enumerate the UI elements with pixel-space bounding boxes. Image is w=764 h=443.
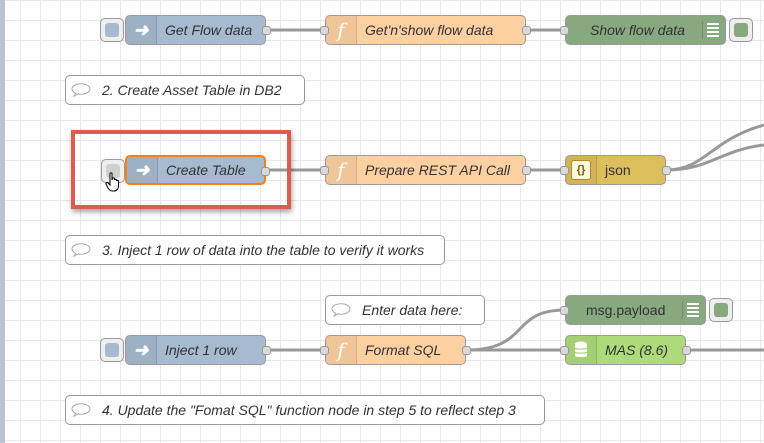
comment-label: 3. Inject 1 row of data into the table t… bbox=[102, 242, 425, 258]
node-format-sql[interactable]: f Format SQL bbox=[320, 335, 471, 365]
wire-format-msg bbox=[465, 308, 566, 352]
list-icon bbox=[682, 301, 701, 319]
node-get-flow-data[interactable]: ➜ Get Flow data bbox=[100, 15, 271, 45]
node-json[interactable]: {} json bbox=[560, 155, 671, 185]
node-create-table[interactable]: ➜ Create Table bbox=[101, 155, 270, 185]
input-port[interactable] bbox=[560, 346, 569, 355]
comment-label: Enter data here: bbox=[362, 302, 463, 318]
comment-enter-data[interactable]: Enter data here: bbox=[325, 295, 485, 325]
database-icon bbox=[566, 336, 597, 364]
output-port[interactable] bbox=[682, 346, 691, 355]
comment-step-2[interactable]: 2. Create Asset Table in DB2 bbox=[65, 75, 305, 105]
node-label: Show flow data bbox=[590, 22, 685, 38]
node-label: Format SQL bbox=[365, 342, 442, 358]
node-label: Inject 1 row bbox=[165, 342, 237, 358]
node-label: Prepare REST API Call bbox=[365, 162, 510, 178]
speech-bubble-icon bbox=[66, 83, 96, 97]
node-msg-payload[interactable]: msg.payload bbox=[560, 295, 733, 325]
comment-step-3[interactable]: 3. Inject 1 row of data into the table t… bbox=[65, 235, 445, 265]
highlight-box bbox=[71, 130, 291, 209]
output-port[interactable] bbox=[522, 26, 531, 35]
speech-bubble-icon bbox=[66, 243, 96, 257]
node-show-flow-data[interactable]: Show flow data bbox=[560, 15, 753, 45]
inject-button[interactable] bbox=[100, 18, 124, 42]
node-mas-8-6[interactable]: MAS (8.6) bbox=[560, 335, 691, 365]
palette-edge bbox=[0, 0, 5, 443]
node-label: Get'n'show flow data bbox=[365, 22, 494, 38]
node-label: json bbox=[605, 162, 631, 178]
list-icon bbox=[702, 21, 721, 39]
function-f-icon: f bbox=[326, 336, 357, 364]
input-port[interactable] bbox=[560, 26, 569, 35]
input-port[interactable] bbox=[320, 346, 329, 355]
node-prepare-rest-api-call[interactable]: f Prepare REST API Call bbox=[320, 155, 531, 185]
output-port[interactable] bbox=[522, 166, 531, 175]
comment-label: 2. Create Asset Table in DB2 bbox=[102, 82, 282, 98]
node-label: Get Flow data bbox=[165, 22, 253, 38]
input-port[interactable] bbox=[320, 166, 329, 175]
comment-step-4[interactable]: 4. Update the "Fomat SQL" function node … bbox=[65, 395, 545, 425]
comment-label: 4. Update the "Fomat SQL" function node … bbox=[102, 402, 516, 418]
input-port[interactable] bbox=[560, 166, 569, 175]
input-port[interactable] bbox=[320, 26, 329, 35]
output-port[interactable] bbox=[662, 166, 671, 175]
wire-json-out-2 bbox=[665, 143, 764, 172]
function-f-icon: f bbox=[326, 156, 357, 184]
debug-toggle-button[interactable] bbox=[709, 298, 733, 322]
arrow-right-icon: ➜ bbox=[126, 16, 157, 44]
node-label: MAS (8.6) bbox=[605, 342, 669, 358]
output-port[interactable] bbox=[261, 167, 270, 176]
output-port[interactable] bbox=[462, 346, 471, 355]
node-label: msg.payload bbox=[586, 302, 666, 318]
output-port[interactable] bbox=[262, 26, 271, 35]
input-port[interactable] bbox=[560, 306, 569, 315]
arrow-right-icon: ➜ bbox=[126, 336, 157, 364]
node-getnshow-flow-data[interactable]: f Get'n'show flow data bbox=[320, 15, 531, 45]
hand-pointer-icon bbox=[105, 172, 121, 197]
output-port[interactable] bbox=[262, 346, 271, 355]
debug-toggle-button[interactable] bbox=[729, 18, 753, 42]
arrow-right-icon: ➜ bbox=[127, 157, 158, 183]
node-inject-1-row[interactable]: ➜ Inject 1 row bbox=[100, 335, 271, 365]
json-braces-icon: {} bbox=[566, 156, 597, 184]
function-f-icon: f bbox=[326, 16, 357, 44]
node-label: Create Table bbox=[166, 162, 246, 178]
inject-button[interactable] bbox=[100, 338, 124, 362]
speech-bubble-icon bbox=[326, 303, 356, 317]
speech-bubble-icon bbox=[66, 403, 96, 417]
